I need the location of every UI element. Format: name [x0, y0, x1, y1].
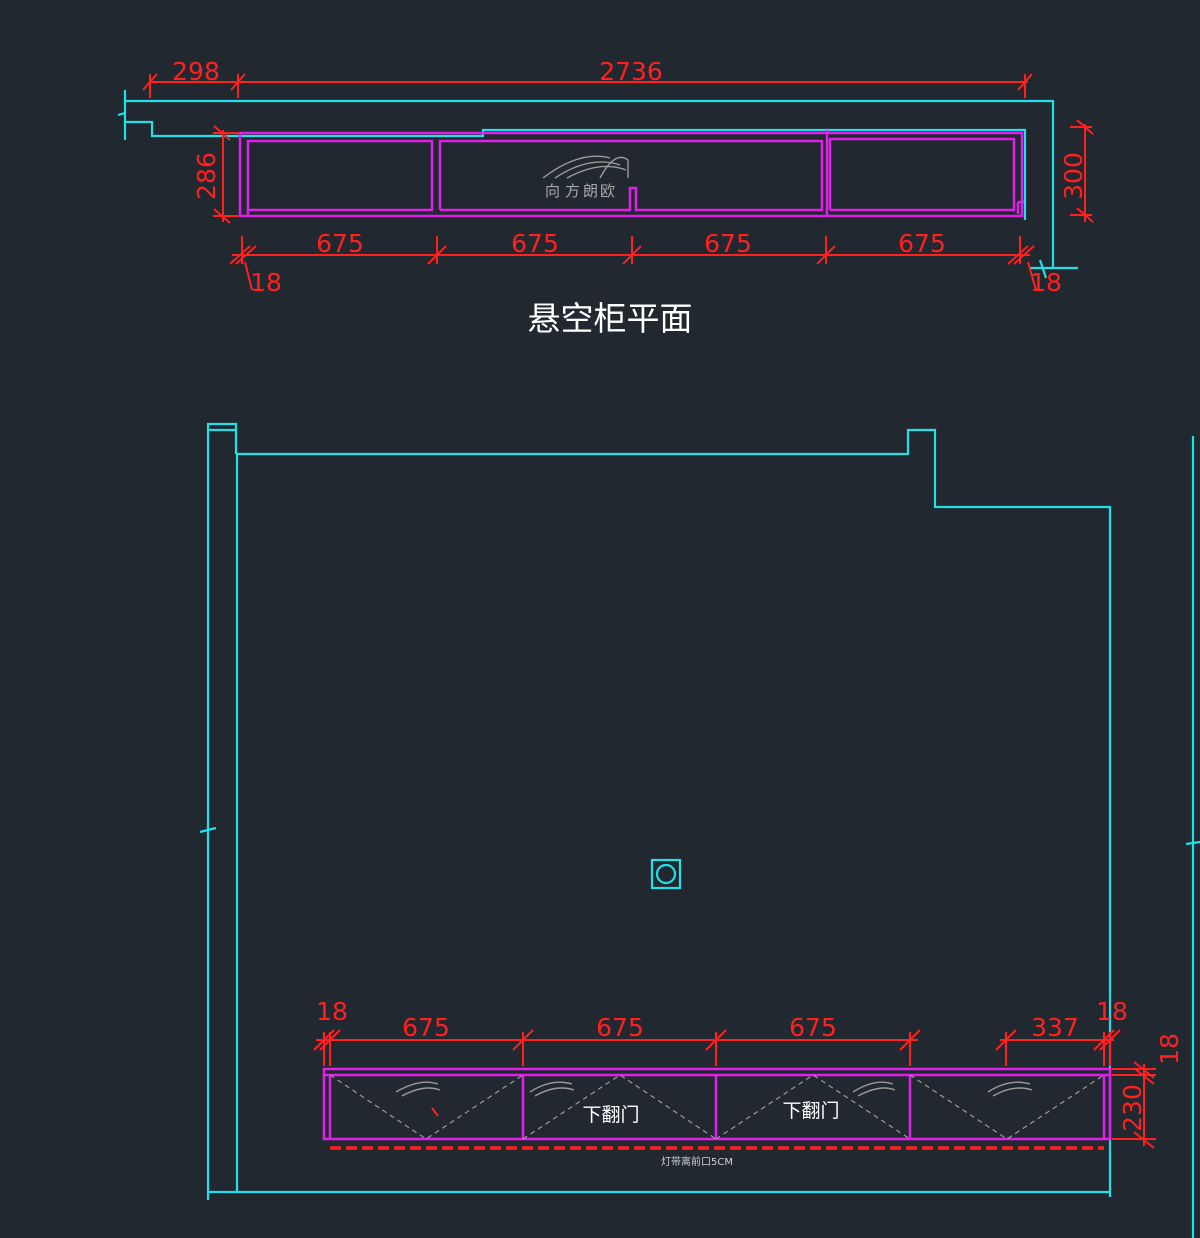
- watermark-char-2: 朗: [583, 182, 598, 200]
- elevation-wall-outline: [199, 422, 1200, 1238]
- plan-bay-dim-3: 675: [704, 229, 752, 258]
- plan-bay-dimensions: 675 675 675 675 18 18: [229, 229, 1062, 297]
- plan-dim-298: 298: [172, 57, 220, 86]
- elevation-view: 下翻门 下翻门 灯带离前口5CM 18 675 67: [199, 422, 1200, 1238]
- watermark-char-1: 欧: [600, 182, 615, 200]
- watermark-char-4: 向: [545, 182, 560, 200]
- elev-dim-18-right: 18: [1096, 997, 1128, 1026]
- plan-bay-dim-1: 675: [316, 229, 364, 258]
- ceiling-light-icon: [650, 858, 682, 890]
- door-label-1: 下翻门: [582, 1104, 639, 1126]
- elevation-top-dimensions: 18 675 675 675 337 18: [313, 997, 1128, 1066]
- watermark-char-3: 方: [565, 182, 580, 200]
- elevation-watermark-logos-icon: [395, 1081, 1033, 1097]
- elev-dim-18-left: 18: [316, 997, 348, 1026]
- elev-bay-dim-1: 675: [402, 1013, 450, 1042]
- elevation-height-dimension: 230 18: [1112, 1033, 1184, 1149]
- plan-dim-18-right: 18: [1030, 268, 1062, 297]
- elev-bay-dim-3: 675: [789, 1013, 837, 1042]
- plan-right-depth-dimension: 300: [1059, 119, 1094, 223]
- plan-title: 悬空柜平面: [528, 299, 693, 338]
- elevation-cabinet: [322, 1067, 1112, 1141]
- plan-view: 298 2736 欧 朗: [117, 57, 1094, 338]
- elev-dim-230: 230: [1118, 1084, 1147, 1132]
- plan-watermark-logo-icon: 欧 朗 方 向: [542, 155, 629, 200]
- elev-dim-18-vertical: 18: [1155, 1033, 1184, 1065]
- plan-dim-18-left: 18: [250, 268, 282, 297]
- plan-bay-dim-4: 675: [898, 229, 946, 258]
- door-label-2: 下翻门: [782, 1100, 839, 1122]
- plan-dim-286: 286: [192, 152, 221, 200]
- elev-dim-337: 337: [1031, 1013, 1079, 1042]
- elev-bay-dim-2: 675: [596, 1013, 644, 1042]
- plan-top-dimension: 298 2736: [142, 57, 1033, 98]
- plan-dim-300: 300: [1059, 152, 1088, 200]
- plan-left-depth-dimension: 286: [192, 125, 240, 224]
- plan-cabinet: [238, 130, 1024, 218]
- plan-bay-dim-2: 675: [511, 229, 559, 258]
- plan-dim-2736: 2736: [599, 57, 663, 86]
- light-strip-note: 灯带离前口5CM: [661, 1155, 733, 1168]
- plan-wall-outline: [117, 90, 1078, 279]
